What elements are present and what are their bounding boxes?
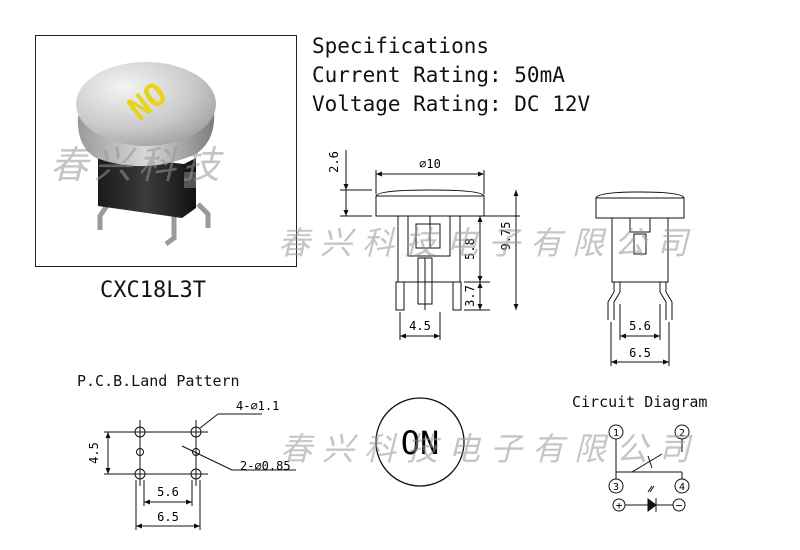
dim-cap-height: 2.6 [327,151,341,173]
watermark-top: 春兴科技电子有限公司 [278,224,699,262]
dim-side-inner: 5.6 [629,319,651,333]
circuit-pin-3: 3 [613,482,619,493]
on-symbol-circle [375,397,465,487]
front-view-drawing [340,150,520,340]
pcb-hole-large: 4-⌀1.1 [236,399,279,413]
switch-body [98,154,196,218]
watermark-bottom: 春兴科技电子有限公司 [280,430,701,468]
circuit-minus: − [676,499,683,512]
dim-lead-pitch: 4.5 [409,319,431,333]
product-photo: NO 春兴科技 [35,35,297,267]
side-view-drawing [595,191,685,366]
switch-body-tab [184,172,196,188]
switch-leg [97,202,111,230]
circuit-diagram-drawing [608,424,690,512]
circuit-pin-1: 1 [613,428,619,439]
circuit-plus: + [616,499,623,512]
pcb-inner-width: 5.6 [157,485,179,499]
dim-cap-diameter: ⌀10 [419,157,441,171]
pcb-title: P.C.B.Land Pattern [77,372,240,390]
dim-total-height: 9.75 [499,222,513,251]
dim-lead-length: 3.7 [463,285,477,307]
spec-current: Current Rating: 50mA [312,63,565,87]
circuit-pin-4: 4 [679,482,685,493]
cap-top [76,62,216,146]
circuit-pin-2: 2 [679,428,685,439]
circuit-title: Circuit Diagram [572,393,708,411]
model-number: CXC18L3T [100,278,206,303]
photo-watermark: 春兴科技 [50,143,227,187]
switch-leg [196,202,211,228]
pcb-outer-width: 6.5 [157,510,179,524]
on-symbol-label: ON [401,424,440,462]
spec-title: Specifications [312,34,490,58]
dim-side-outer: 6.5 [629,346,651,360]
pcb-vertical-pitch: 4.5 [87,442,101,464]
pcb-land-pattern-drawing [104,413,296,530]
tact-switch-illustration: NO [76,62,216,246]
pcb-hole-small: 2-⌀0.85 [240,459,291,473]
switch-leg [164,214,177,246]
specifications-block: Specifications Current Rating: 50mA Volt… [312,32,590,119]
spec-voltage: Voltage Rating: DC 12V [312,92,591,116]
dim-body-height: 5.8 [463,238,477,260]
